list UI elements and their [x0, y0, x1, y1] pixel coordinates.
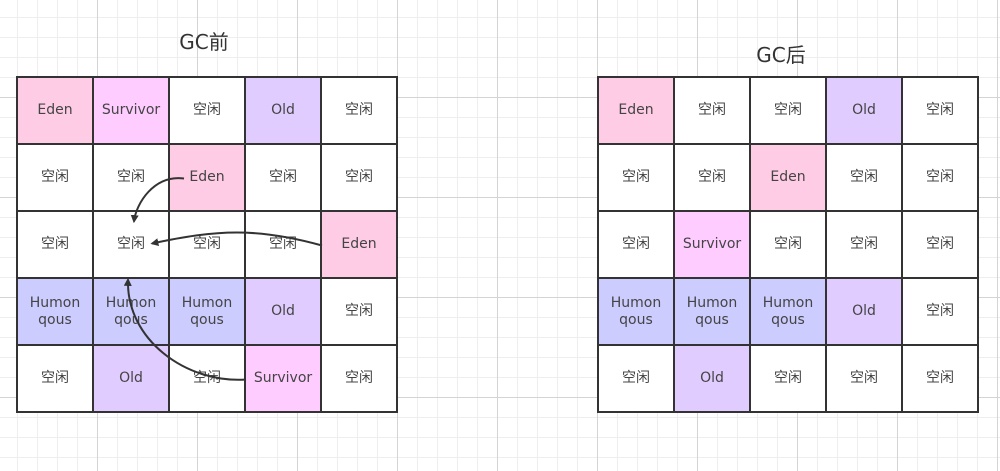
region-free: 空闲 — [322, 145, 398, 212]
region-old: Old — [827, 78, 903, 145]
region-free: 空闲 — [903, 346, 979, 413]
region-eden: Eden — [322, 212, 398, 279]
region-free: 空闲 — [903, 212, 979, 279]
region-free: 空闲 — [903, 145, 979, 212]
region-free: 空闲 — [246, 212, 322, 279]
region-humon-qous: Humon qous — [94, 279, 170, 346]
region-free: 空闲 — [599, 145, 675, 212]
region-eden: Eden — [170, 145, 246, 212]
region-free: 空闲 — [827, 212, 903, 279]
region-humon-qous: Humon qous — [170, 279, 246, 346]
region-free: 空闲 — [827, 346, 903, 413]
region-free: 空闲 — [827, 145, 903, 212]
region-humon-qous: Humon qous — [18, 279, 94, 346]
region-free: 空闲 — [751, 212, 827, 279]
region-old: Old — [827, 279, 903, 346]
region-survivor: Survivor — [94, 78, 170, 145]
region-free: 空闲 — [322, 279, 398, 346]
region-free: 空闲 — [18, 212, 94, 279]
region-free: 空闲 — [599, 212, 675, 279]
region-eden: Eden — [18, 78, 94, 145]
region-free: 空闲 — [94, 212, 170, 279]
region-humon-qous: Humon qous — [599, 279, 675, 346]
region-free: 空闲 — [94, 145, 170, 212]
region-free: 空闲 — [322, 78, 398, 145]
region-free: 空闲 — [675, 78, 751, 145]
region-old: Old — [675, 346, 751, 413]
region-free: 空闲 — [18, 145, 94, 212]
region-free: 空闲 — [170, 78, 246, 145]
region-old: Old — [246, 78, 322, 145]
title-before: GC前 — [179, 30, 229, 54]
region-free: 空闲 — [751, 346, 827, 413]
region-humon-qous: Humon qous — [675, 279, 751, 346]
region-free: 空闲 — [751, 78, 827, 145]
region-free: 空闲 — [170, 346, 246, 413]
region-old: Old — [94, 346, 170, 413]
region-survivor: Survivor — [246, 346, 322, 413]
region-survivor: Survivor — [675, 212, 751, 279]
region-free: 空闲 — [903, 78, 979, 145]
region-eden: Eden — [751, 145, 827, 212]
region-free: 空闲 — [903, 279, 979, 346]
region-humon-qous: Humon qous — [751, 279, 827, 346]
region-free: 空闲 — [322, 346, 398, 413]
region-free: 空闲 — [675, 145, 751, 212]
region-free: 空闲 — [18, 346, 94, 413]
region-free: 空闲 — [170, 212, 246, 279]
title-after: GC后 — [756, 43, 806, 67]
region-old: Old — [246, 279, 322, 346]
region-eden: Eden — [599, 78, 675, 145]
region-free: 空闲 — [246, 145, 322, 212]
region-free: 空闲 — [599, 346, 675, 413]
